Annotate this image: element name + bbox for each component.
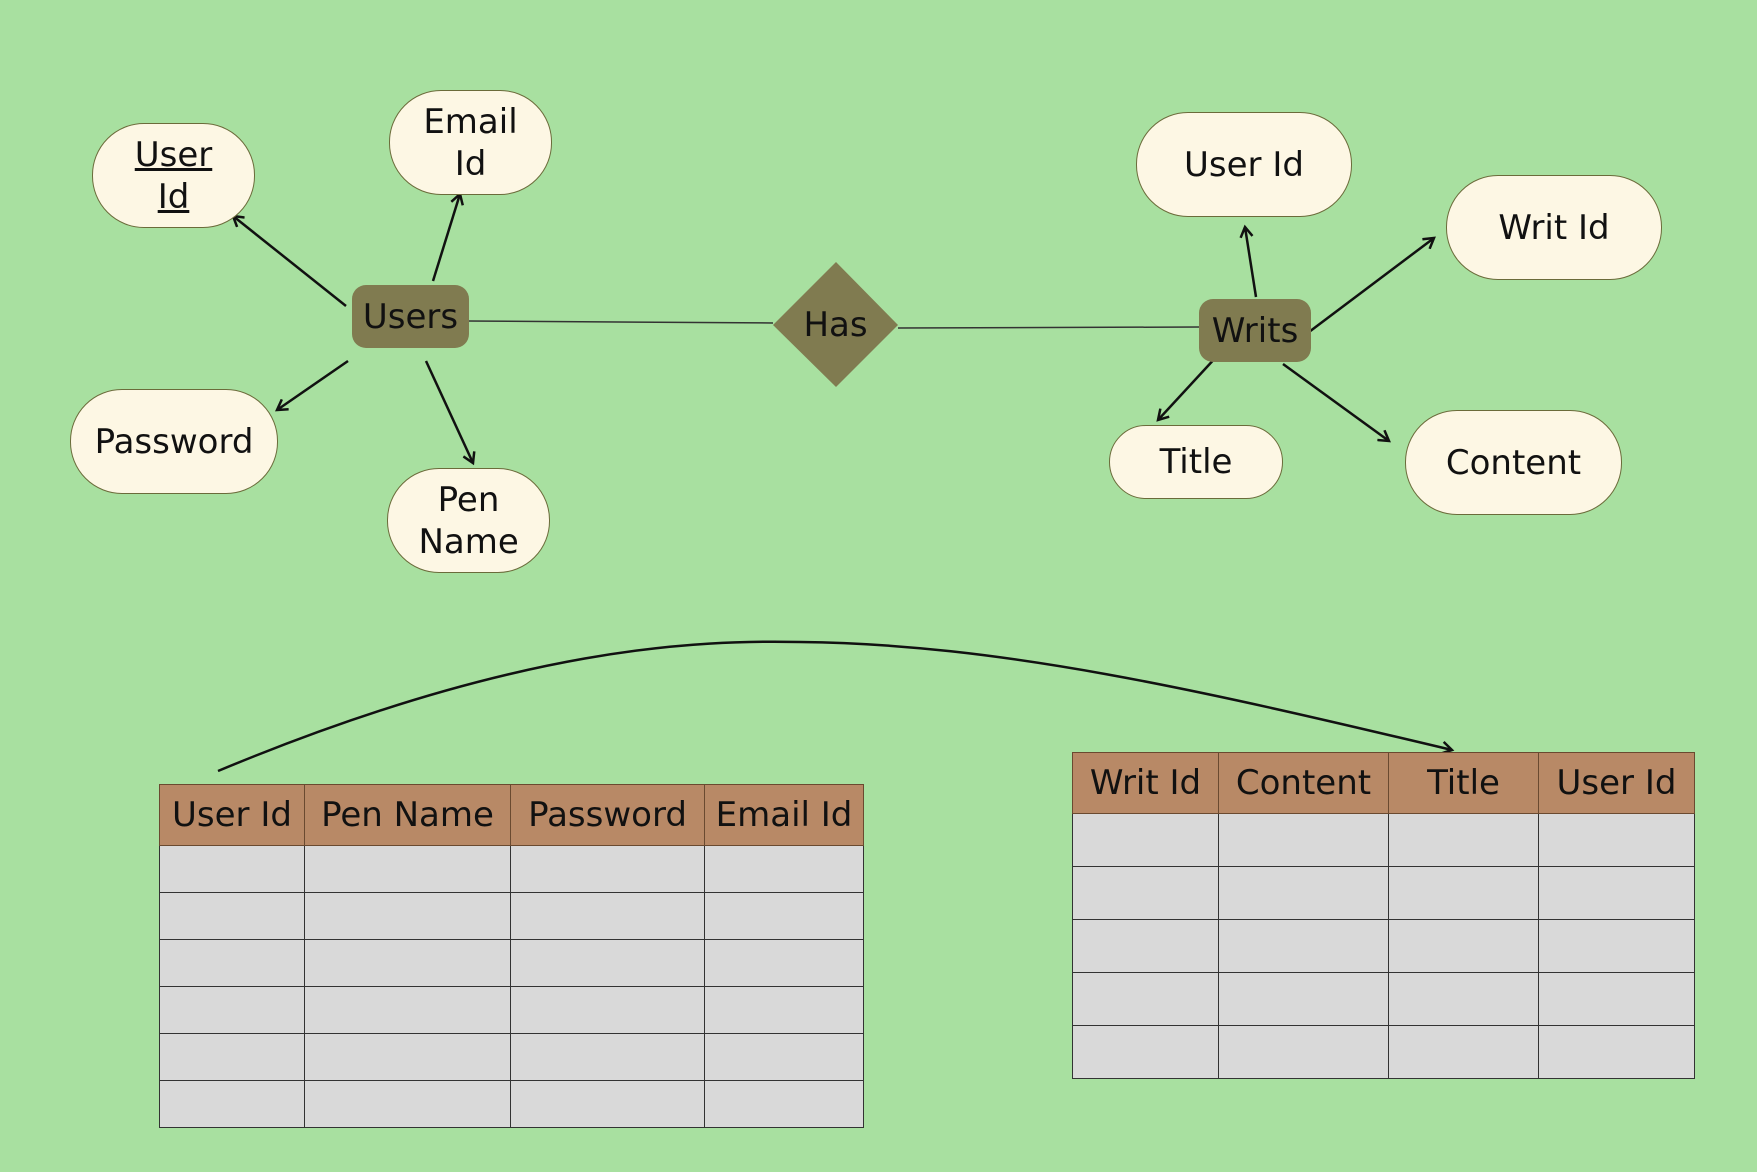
table-cell <box>1072 972 1219 1026</box>
table-row <box>159 1033 864 1081</box>
users-table-col-pen-name: Pen Name <box>304 784 511 846</box>
table-cell <box>510 986 705 1034</box>
users-attr-password: Password <box>70 389 278 494</box>
table-cell <box>704 892 864 940</box>
foreign-key-arrow <box>217 640 1452 773</box>
users-attr-email-id: Email Id <box>389 90 552 195</box>
table-row <box>1072 866 1695 920</box>
table-cell <box>1538 1025 1695 1079</box>
table-cell <box>159 1033 305 1081</box>
writs-writid-arrow <box>1304 238 1434 336</box>
table-cell <box>510 892 705 940</box>
writs-table-col-user-id: User Id <box>1538 752 1695 814</box>
writs-table-col-writ-id: Writ Id <box>1072 752 1219 814</box>
writs-entity: Writs <box>1199 299 1311 362</box>
users-attr-pen-name: Pen Name <box>387 468 550 573</box>
table-cell <box>1218 919 1389 973</box>
table-row <box>1072 1025 1695 1079</box>
writs-table-col-content: Content <box>1218 752 1389 814</box>
table-row <box>159 986 864 1034</box>
table-row <box>159 1080 864 1128</box>
writs-table-body <box>1072 813 1695 1079</box>
table-cell <box>1538 972 1695 1026</box>
users-table-col-password: Password <box>510 784 705 846</box>
has-relationship-diamond <box>773 262 898 387</box>
table-cell <box>304 986 511 1034</box>
has-relationship-label: Has <box>803 305 868 345</box>
users-table-col-user-id: User Id <box>159 784 305 846</box>
table-cell <box>704 845 864 893</box>
table-cell <box>510 1080 705 1128</box>
table-row <box>1072 972 1695 1026</box>
table-cell <box>304 939 511 987</box>
users-password-arrow <box>277 359 349 410</box>
users-table-col-email-id: Email Id <box>704 784 864 846</box>
users-table-body <box>159 845 864 1128</box>
table-cell <box>1538 919 1695 973</box>
table-cell <box>1072 813 1219 867</box>
table-cell <box>1538 866 1695 920</box>
writs-userid-arrow <box>1245 227 1258 298</box>
table-cell <box>1388 972 1539 1026</box>
users-penname-arrow <box>424 360 473 463</box>
table-cell <box>159 1080 305 1128</box>
table-row <box>159 939 864 987</box>
table-cell <box>1388 866 1539 920</box>
table-cell <box>304 892 511 940</box>
users-table: User Id Pen Name Password Email Id <box>159 784 864 1128</box>
table-row <box>1072 919 1695 973</box>
table-cell <box>704 1080 864 1128</box>
writs-attr-writ-id: Writ Id <box>1446 175 1662 280</box>
table-cell <box>704 1033 864 1081</box>
users-emailid-arrow <box>431 194 460 282</box>
users-entity: Users <box>352 285 469 348</box>
writs-table-header-row: Writ Id Content Title User Id <box>1072 752 1695 814</box>
table-cell <box>1072 866 1219 920</box>
writs-table-col-title: Title <box>1388 752 1539 814</box>
table-cell <box>304 845 511 893</box>
table-cell <box>304 1033 511 1081</box>
writs-attr-user-id: User Id <box>1136 112 1352 217</box>
table-cell <box>1218 1025 1389 1079</box>
table-cell <box>1218 866 1389 920</box>
writs-attr-title: Title <box>1109 425 1283 499</box>
table-cell <box>1072 919 1219 973</box>
table-cell <box>510 845 705 893</box>
table-row <box>159 845 864 893</box>
table-cell <box>1218 813 1389 867</box>
table-cell <box>1538 813 1695 867</box>
table-cell <box>704 986 864 1034</box>
users-userid-arrow <box>233 216 347 307</box>
table-cell <box>159 939 305 987</box>
table-cell <box>1388 919 1539 973</box>
table-cell <box>304 1080 511 1128</box>
table-cell <box>510 1033 705 1081</box>
users-has-line <box>466 320 774 324</box>
table-cell <box>159 845 305 893</box>
table-cell <box>1218 972 1389 1026</box>
table-cell <box>1072 1025 1219 1079</box>
table-cell <box>704 939 864 987</box>
writs-attr-content: Content <box>1405 410 1622 515</box>
has-writs-line <box>897 326 1201 329</box>
table-cell <box>159 986 305 1034</box>
table-row <box>1072 813 1695 867</box>
table-cell <box>510 939 705 987</box>
table-cell <box>159 892 305 940</box>
table-cell <box>1388 1025 1539 1079</box>
table-cell <box>1388 813 1539 867</box>
users-table-header-row: User Id Pen Name Password Email Id <box>159 784 864 846</box>
users-attr-user-id: User Id <box>92 123 255 228</box>
table-row <box>159 892 864 940</box>
writs-title-arrow <box>1158 354 1219 420</box>
writs-content-arrow <box>1282 362 1389 441</box>
writs-table: Writ Id Content Title User Id <box>1072 752 1695 1079</box>
